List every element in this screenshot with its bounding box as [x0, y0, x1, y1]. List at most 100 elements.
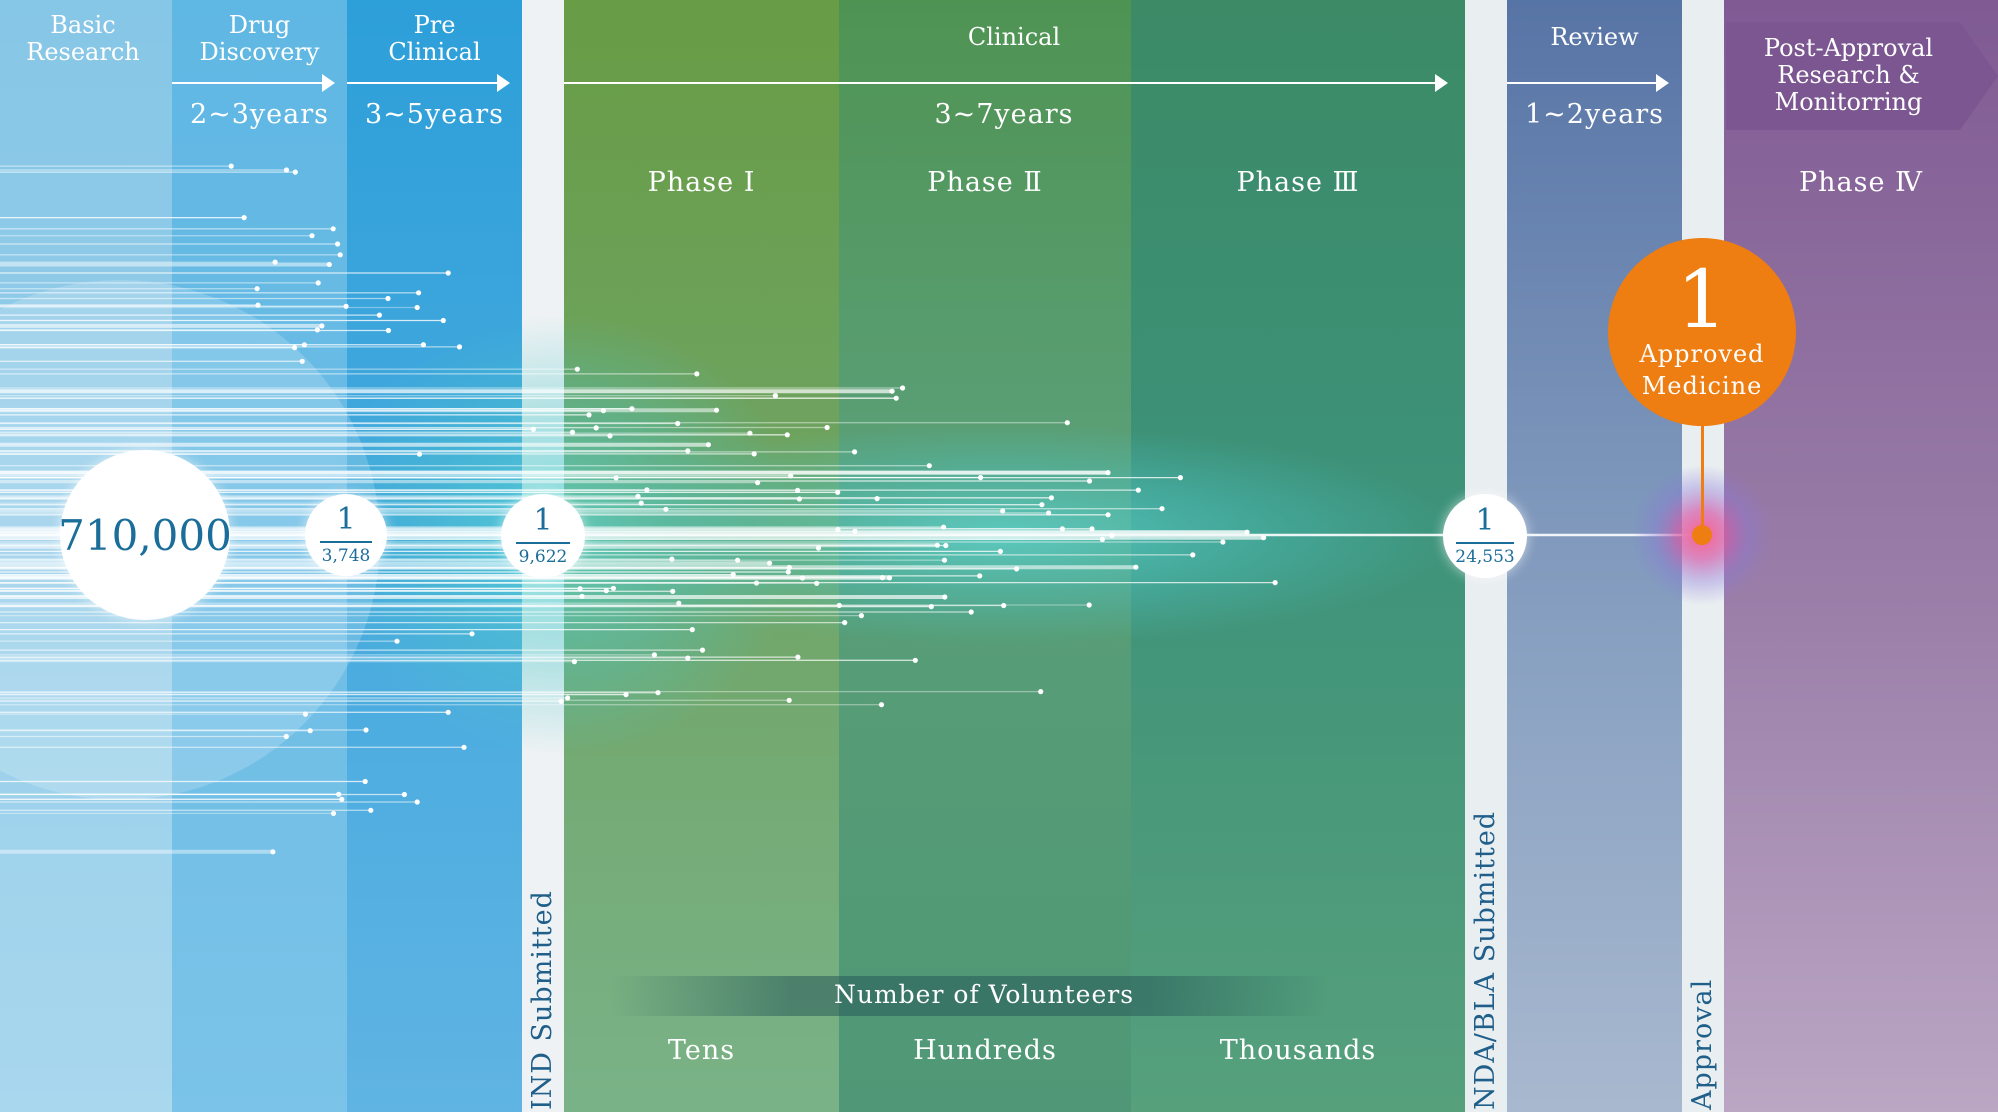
approved-medicine-circle: 1 Approved Medicine	[1608, 238, 1796, 426]
candidate-line-end	[330, 810, 337, 817]
preclinical-arrow-head	[497, 74, 510, 92]
pre-clinical-label: Pre Clinical	[388, 11, 481, 66]
candidate-line-end	[858, 613, 865, 619]
candidate-line-end	[623, 692, 629, 698]
discovery-arrow-head	[322, 74, 335, 92]
approved-count: 1	[1676, 252, 1728, 346]
candidate-line-end	[799, 575, 806, 581]
candidate-line-end	[1086, 478, 1093, 484]
candidate-line-end	[689, 627, 695, 633]
candidate-line-end	[569, 429, 576, 435]
drug-discovery-duration: 2~3years	[189, 99, 330, 130]
candidate-line-end	[309, 233, 315, 239]
candidate-line-end	[283, 167, 290, 173]
candidate-line-end	[1177, 475, 1183, 481]
ind-ratio-circle: 1 9,622	[501, 494, 585, 578]
candidate-line-end	[1038, 689, 1044, 695]
candidate-line-end	[644, 487, 650, 493]
candidate-line-end	[815, 545, 822, 551]
candidate-line-end	[283, 733, 289, 740]
post-approval-column	[1724, 0, 1998, 1112]
candidate-line-end	[336, 791, 342, 797]
candidate-line-end	[1064, 420, 1070, 426]
volunteers-tens: Tens	[667, 1035, 736, 1066]
candidate-line-end	[394, 638, 400, 644]
candidate-line-end	[699, 647, 706, 653]
candidate-line-end	[852, 449, 858, 455]
candidate-line-end	[319, 323, 325, 329]
candidate-line-end	[926, 463, 932, 469]
approved-dot	[1692, 525, 1712, 545]
review-arrow-line	[1507, 82, 1658, 84]
clinical-arrow-head	[1435, 74, 1448, 92]
candidate-line-end	[401, 791, 407, 798]
candidate-line-end	[574, 366, 580, 372]
nda-ratio-bar	[1456, 542, 1514, 544]
candidate-line-end	[685, 448, 691, 454]
candidate-line-end	[842, 620, 848, 626]
candidate-line-end	[301, 342, 307, 348]
candidate-line-end	[638, 500, 644, 506]
candidate-line-end	[315, 280, 321, 286]
clinical-arrow-line	[564, 82, 1437, 84]
candidate-line-end	[1272, 580, 1278, 586]
candidate-line-end	[339, 796, 345, 802]
preclinical-arrow-line	[347, 82, 499, 84]
candidate-line-end	[886, 575, 893, 581]
candidate-line-end	[292, 169, 298, 175]
candidate-line-end	[893, 395, 899, 401]
start-count: 710,000	[58, 510, 232, 560]
candidate-line-end	[363, 727, 369, 733]
candidate-line-end	[943, 542, 949, 549]
nda-ratio-denominator: 24,553	[1455, 547, 1515, 567]
candidate-line-end	[735, 557, 741, 563]
clinical-label: Clinical	[967, 23, 1061, 51]
post-approval-chevron	[1726, 22, 1998, 130]
candidate-line-end	[302, 711, 308, 717]
candidate-line-end	[941, 524, 947, 530]
candidate-line-end	[469, 631, 475, 637]
candidate-line-end	[586, 412, 592, 418]
candidate-line-end	[416, 451, 423, 457]
candidate-line-end	[558, 698, 564, 705]
candidate-line-end	[997, 548, 1004, 555]
candidate-line-end	[1014, 566, 1020, 572]
candidate-line-end	[445, 270, 451, 276]
candidate-line-end	[676, 600, 682, 606]
candidate-line-end	[414, 799, 420, 805]
approved-connector-line	[1701, 420, 1704, 535]
volunteers-thousands: Thousands	[1219, 1035, 1377, 1066]
candidate-line-end	[879, 575, 886, 581]
candidate-line-end	[270, 849, 276, 855]
candidate-line-end	[912, 657, 918, 663]
clinical-duration: 3~7years	[934, 99, 1074, 130]
candidate-line-end	[335, 241, 341, 247]
nda-ratio-circle: 1 24,553	[1443, 494, 1527, 578]
candidate-line-end	[1105, 512, 1111, 518]
ind-ratio-bar	[516, 542, 570, 544]
candidate-line-end	[713, 407, 720, 413]
candidate-line-end	[978, 474, 984, 481]
candidate-line-end	[1000, 508, 1006, 514]
candidate-line-end	[784, 432, 790, 438]
post-approval-label: Post-Approval Research & Monitorring	[1763, 34, 1934, 116]
candidate-line-end	[772, 393, 779, 399]
candidate-line-end	[440, 317, 446, 324]
candidate-line-end	[241, 215, 247, 221]
candidate-line-end	[670, 588, 676, 594]
candidate-line-end	[705, 442, 712, 448]
candidate-line-end	[579, 593, 585, 599]
candidate-line-end	[1261, 535, 1267, 541]
candidate-line-end	[254, 286, 260, 292]
discovery-arrow-line	[172, 82, 324, 84]
ind-submitted-label: IND Submitted	[527, 890, 558, 1110]
candidate-line-end	[343, 303, 349, 309]
candidate-line-end	[1220, 539, 1226, 545]
candidate-line-end	[1001, 602, 1007, 609]
candidate-line-end	[669, 556, 675, 562]
candidate-line-end	[1048, 495, 1054, 501]
candidate-line-end	[1133, 564, 1139, 570]
candidate-line-end	[814, 580, 820, 586]
review-label: Review	[1550, 23, 1639, 51]
